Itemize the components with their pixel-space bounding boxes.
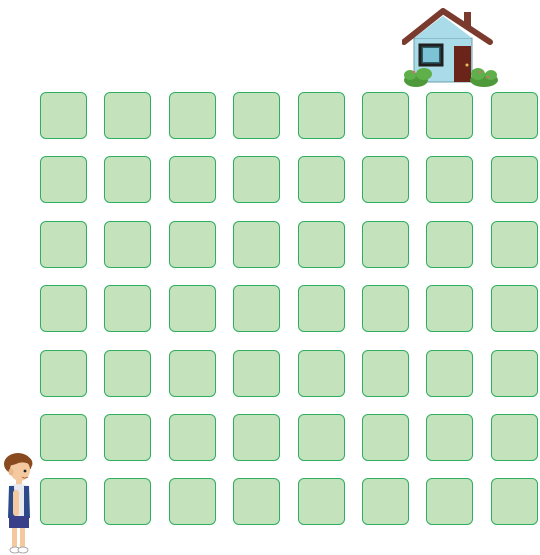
grid-tile[interactable] bbox=[298, 414, 345, 461]
grid-tile[interactable] bbox=[426, 414, 473, 461]
grid-tile[interactable] bbox=[233, 478, 280, 525]
grid-tile[interactable] bbox=[426, 350, 473, 397]
grid-tile[interactable] bbox=[491, 285, 538, 332]
grid-tile[interactable] bbox=[362, 478, 409, 525]
grid-tile[interactable] bbox=[298, 221, 345, 268]
grid-tile[interactable] bbox=[491, 414, 538, 461]
grid-tile[interactable] bbox=[233, 221, 280, 268]
grid-tile[interactable] bbox=[40, 156, 87, 203]
grid-tile[interactable] bbox=[362, 156, 409, 203]
grid-tile[interactable] bbox=[233, 350, 280, 397]
grid-tile[interactable] bbox=[169, 414, 216, 461]
grid-tile[interactable] bbox=[362, 414, 409, 461]
grid-tile[interactable] bbox=[426, 92, 473, 139]
grid-tile[interactable] bbox=[40, 350, 87, 397]
grid-tile[interactable] bbox=[40, 221, 87, 268]
grid-tile[interactable] bbox=[169, 350, 216, 397]
grid-tile[interactable] bbox=[104, 350, 151, 397]
grid-tile[interactable] bbox=[491, 478, 538, 525]
grid-tile[interactable] bbox=[104, 92, 151, 139]
grid-tile[interactable] bbox=[104, 221, 151, 268]
grid-tile[interactable] bbox=[104, 285, 151, 332]
grid-tile[interactable] bbox=[169, 478, 216, 525]
grid-tile[interactable] bbox=[104, 414, 151, 461]
grid-tile[interactable] bbox=[40, 285, 87, 332]
grid-tile[interactable] bbox=[40, 92, 87, 139]
grid-tile[interactable] bbox=[169, 156, 216, 203]
grid-tile[interactable] bbox=[491, 221, 538, 268]
grid-tile[interactable] bbox=[40, 478, 87, 525]
grid-tile[interactable] bbox=[491, 350, 538, 397]
grid-tile[interactable] bbox=[491, 92, 538, 139]
house-icon bbox=[402, 8, 500, 88]
grid-tile[interactable] bbox=[298, 92, 345, 139]
grid-tile[interactable] bbox=[298, 156, 345, 203]
grid-tile[interactable] bbox=[362, 221, 409, 268]
boy-character-icon bbox=[0, 450, 38, 555]
grid-tile[interactable] bbox=[169, 221, 216, 268]
grid-tile[interactable] bbox=[233, 414, 280, 461]
grid-tile[interactable] bbox=[104, 478, 151, 525]
grid-tile[interactable] bbox=[104, 156, 151, 203]
grid-tile[interactable] bbox=[426, 478, 473, 525]
grid-tile[interactable] bbox=[426, 221, 473, 268]
grid-tile[interactable] bbox=[233, 92, 280, 139]
grid-tile[interactable] bbox=[169, 285, 216, 332]
grid-tile[interactable] bbox=[169, 92, 216, 139]
grid-tile[interactable] bbox=[362, 92, 409, 139]
grid-tile[interactable] bbox=[362, 285, 409, 332]
grid-tile[interactable] bbox=[233, 156, 280, 203]
grid-tile[interactable] bbox=[298, 478, 345, 525]
grid-tile[interactable] bbox=[362, 350, 409, 397]
grid-tile[interactable] bbox=[233, 285, 280, 332]
grid-tile[interactable] bbox=[491, 156, 538, 203]
grid-tile[interactable] bbox=[426, 285, 473, 332]
grid-tile[interactable] bbox=[40, 414, 87, 461]
grid-tile[interactable] bbox=[298, 285, 345, 332]
grid-tile[interactable] bbox=[426, 156, 473, 203]
grid-tile[interactable] bbox=[298, 350, 345, 397]
